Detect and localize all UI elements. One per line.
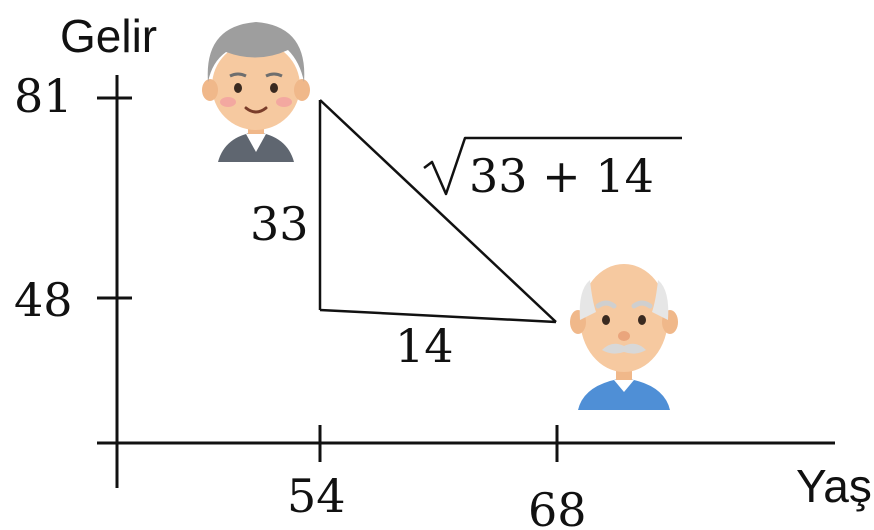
sqrt-sign (423, 136, 682, 196)
triangle-horizontal-leg (319, 308, 557, 324)
horizontal-leg-label: 14 (395, 319, 454, 373)
y-axis-label: Gelir (60, 10, 157, 62)
x-tick-label-68: 68 (528, 483, 587, 530)
x-tick-label-54: 54 (287, 469, 346, 523)
y-tick-label-48: 48 (14, 273, 73, 327)
triangle-hypotenuse (319, 99, 557, 323)
elderly-man-icon (570, 264, 678, 410)
x-axis-label: Yaş (796, 460, 872, 512)
y-tick-label-81: 81 (14, 69, 73, 123)
hypotenuse-label: 33 + 14 (469, 149, 654, 203)
middle-aged-man-icon (202, 22, 310, 162)
vertical-leg-label: 33 (250, 197, 309, 251)
